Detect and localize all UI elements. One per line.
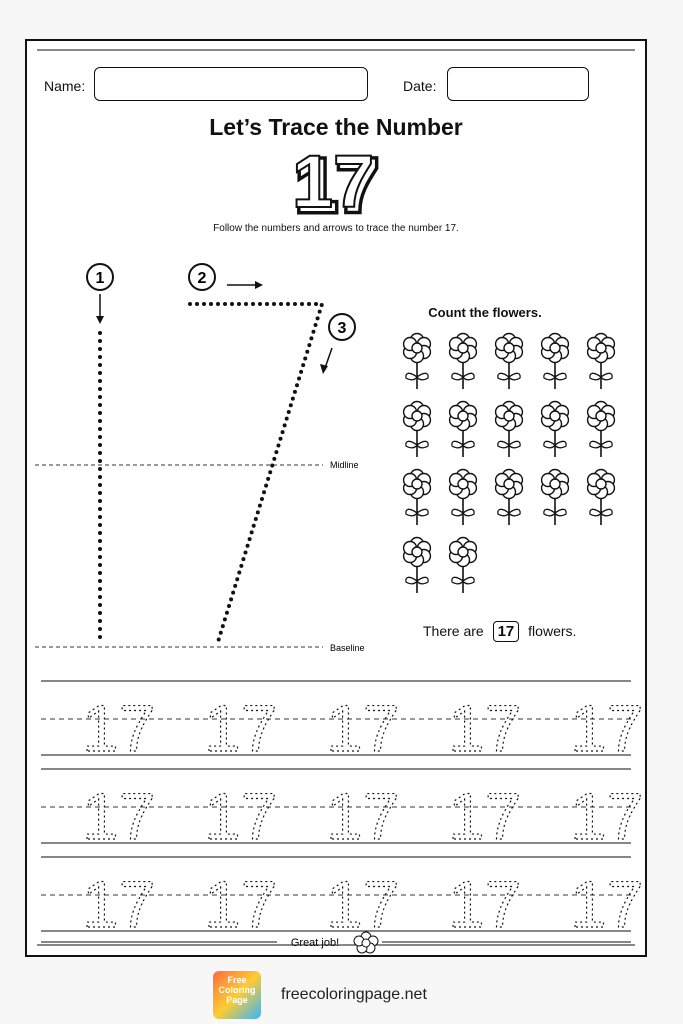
trace-number[interactable]: 17	[447, 866, 522, 941]
answer-line: There are 17 flowers.	[423, 621, 576, 642]
flower-icon	[402, 468, 432, 525]
instruction-text: Follow the numbers and arrows to trace t…	[213, 223, 459, 234]
trace-number[interactable]: 17	[203, 778, 278, 853]
trace-number[interactable]: 17	[325, 866, 400, 941]
worksheet-lines	[37, 49, 635, 946]
big-number-17: 17 17	[291, 141, 382, 219]
answer-prefix: There are	[423, 623, 484, 639]
flower-grid	[385, 331, 625, 611]
step-1-marker: 1	[86, 263, 114, 324]
trace-stroke-7	[188, 302, 324, 647]
name-field[interactable]	[94, 67, 368, 101]
trace-number[interactable]: 17	[569, 690, 644, 765]
flower-icon	[540, 468, 570, 525]
trace-number[interactable]: 17	[325, 778, 400, 853]
trace-number[interactable]: 17	[569, 866, 644, 941]
flower-icon	[402, 536, 432, 593]
trace-area: Midline Baseline 1 2 3	[35, 263, 365, 653]
answer-box[interactable]: 17	[492, 621, 520, 642]
answer-suffix: flowers.	[528, 623, 577, 639]
trace-number[interactable]: 17	[81, 778, 156, 853]
trace-number[interactable]: 17	[447, 690, 522, 765]
date-field[interactable]	[447, 67, 589, 101]
trace-number[interactable]: 17	[81, 690, 156, 765]
step-2-marker: 2	[188, 263, 263, 291]
practice-row: 17 17 17 17 17	[41, 768, 644, 854]
arrow-down-icon	[96, 316, 104, 324]
page-title: Let’s Trace the Number	[209, 114, 463, 140]
practice-row: 17 17 17 17 17	[41, 856, 644, 942]
step-2-number: 2	[198, 270, 207, 287]
great-job-text: Great job!	[291, 937, 339, 949]
practice-rows: 17 17 17 17 17 17 17 17 17 17 17 17 17 17 17 Great job…	[41, 680, 644, 954]
flower-icon	[448, 536, 478, 593]
site-logo: Free Coloring Page	[213, 971, 261, 1019]
count-title: Count the flowers.	[428, 305, 542, 320]
flower-icon	[402, 400, 432, 457]
flower-icon	[540, 400, 570, 457]
step-1-number: 1	[96, 270, 105, 287]
smile-flower-icon	[353, 931, 379, 954]
big-number-outline: 17	[296, 144, 378, 219]
flower-icon	[494, 400, 524, 457]
practice-row: 17 17 17 17 17	[41, 680, 644, 766]
flower-icon	[402, 332, 432, 389]
trace-number[interactable]: 17	[203, 866, 278, 941]
midline-label: Midline	[330, 460, 359, 470]
flower-icon	[448, 468, 478, 525]
flower-icon	[494, 468, 524, 525]
trace-number[interactable]: 17	[325, 690, 400, 765]
baseline-label: Baseline	[330, 643, 365, 653]
step-3-number: 3	[338, 320, 347, 337]
flower-icon	[540, 332, 570, 389]
flower-icon	[448, 400, 478, 457]
worksheet: Name: Date: Let’s Trace the Number 17 17…	[25, 39, 647, 957]
name-label: Name:	[44, 78, 86, 94]
flower-icon	[586, 332, 616, 389]
site-url[interactable]: freecoloringpage.net	[281, 986, 427, 1003]
date-label: Date:	[403, 78, 437, 94]
step-3-marker: 3	[320, 313, 356, 374]
arrow-right-icon	[255, 281, 263, 289]
trace-number[interactable]: 17	[203, 690, 278, 765]
trace-number[interactable]: 17	[447, 778, 522, 853]
flower-icon	[586, 400, 616, 457]
trace-number[interactable]: 17	[81, 866, 156, 941]
flower-icon	[586, 468, 616, 525]
flower-icon	[494, 332, 524, 389]
trace-number[interactable]: 17	[569, 778, 644, 853]
big-number-text: 17	[292, 141, 374, 219]
arrow-down-left-icon	[320, 364, 328, 374]
flower-icon	[448, 332, 478, 389]
